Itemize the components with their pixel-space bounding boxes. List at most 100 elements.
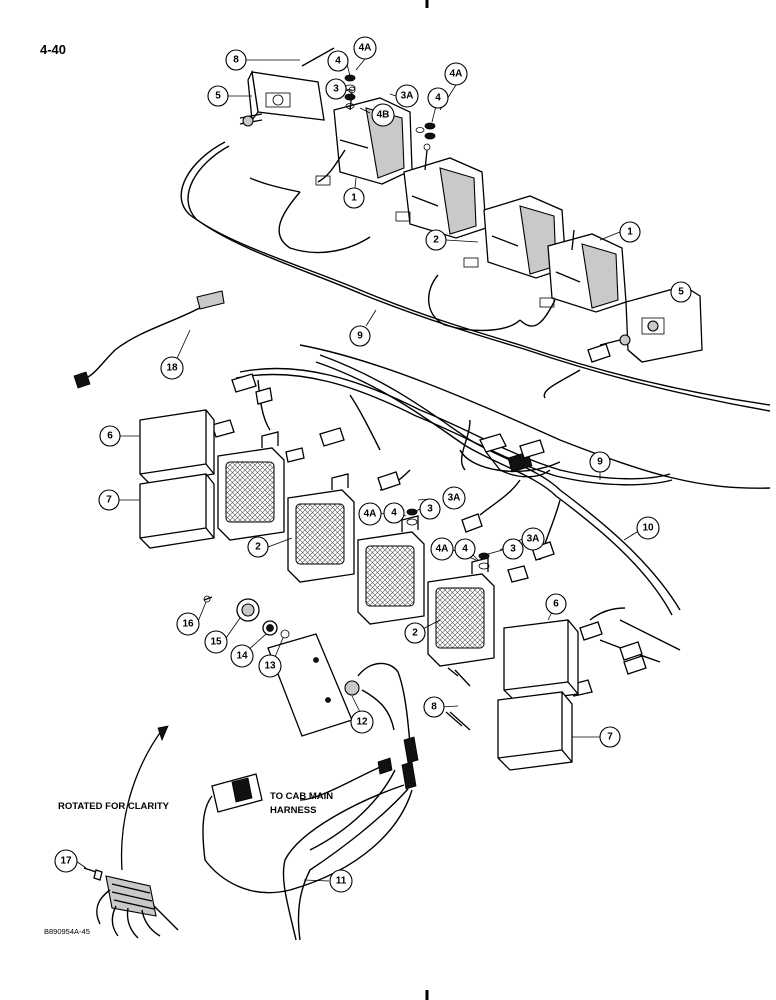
svg-text:4: 4 — [335, 56, 341, 67]
svg-text:4A: 4A — [436, 544, 449, 555]
svg-text:17: 17 — [60, 856, 72, 867]
upper-work-lamp-4 — [539, 229, 627, 313]
svg-text:8: 8 — [233, 55, 239, 66]
lens-cover-7-right — [497, 691, 573, 771]
callout-bubble: 4A — [353, 36, 377, 60]
callout-bubble: 9 — [349, 325, 371, 347]
svg-text:8: 8 — [431, 702, 437, 713]
callout-bubble: 17 — [54, 849, 78, 873]
lower-work-lamp-3 — [357, 515, 425, 625]
callout-bubble: 2 — [425, 229, 447, 251]
rotated-note: ROTATED FOR CLARITY — [58, 801, 170, 812]
svg-text:3: 3 — [427, 504, 433, 515]
callout-bubble: 1 — [619, 221, 641, 243]
harness-11 — [202, 757, 413, 941]
svg-text:13: 13 — [264, 661, 276, 672]
hardware-lower — [406, 508, 490, 731]
upper-wiring — [180, 141, 771, 412]
callout-bubble: 5 — [207, 85, 229, 107]
hardware-upper — [344, 74, 436, 140]
callout-bubble: 10 — [636, 516, 660, 540]
to-cab-note-line1: TO CAB MAIN — [270, 791, 333, 802]
lower-work-lamp-2 — [287, 473, 355, 583]
figure-code: B890954A-45 — [44, 927, 90, 936]
cable-18 — [73, 290, 225, 389]
svg-text:3A: 3A — [401, 91, 414, 102]
upper-end-lamp-left — [239, 47, 335, 127]
callout-bubble: 3A — [442, 486, 466, 510]
upper-work-lamp-2 — [395, 143, 487, 239]
callout-bubble: 14 — [230, 644, 254, 668]
svg-text:4A: 4A — [359, 43, 372, 54]
callout-bubble: 8 — [423, 696, 445, 718]
callout-bubble: 4 — [454, 538, 476, 560]
svg-text:6: 6 — [553, 599, 559, 610]
lower-work-lamp-4 — [427, 557, 495, 667]
upper-work-lamp-3 — [463, 195, 567, 279]
page-number: 4-40 — [40, 42, 66, 57]
lower-wiring — [235, 344, 771, 663]
callout-bubble: 3 — [325, 78, 347, 100]
svg-text:5: 5 — [215, 91, 221, 102]
svg-text:15: 15 — [210, 637, 222, 648]
svg-text:3: 3 — [510, 544, 516, 555]
svg-text:4: 4 — [435, 93, 441, 104]
callout-bubble: 4 — [383, 502, 405, 524]
svg-text:12: 12 — [356, 717, 368, 728]
callout-bubble: 6 — [99, 425, 121, 447]
svg-text:3A: 3A — [448, 493, 461, 504]
callout-bubble: 8 — [225, 49, 247, 71]
svg-text:3: 3 — [333, 84, 339, 95]
svg-text:9: 9 — [597, 457, 603, 468]
callout-bubble: 4A — [430, 537, 454, 561]
svg-text:6: 6 — [107, 431, 113, 442]
callout-bubble: 5 — [670, 281, 692, 303]
callout-bubble: 4 — [327, 50, 349, 72]
bolt-8-lower-b — [445, 711, 463, 727]
callout-bubble: 4A — [444, 62, 468, 86]
callout-bubble: 3A — [395, 84, 419, 108]
callout-bubble: 7 — [98, 489, 120, 511]
callout-bubble: 4A — [358, 502, 382, 526]
callout-bubble: 3 — [502, 538, 524, 560]
callout-bubble: 11 — [329, 869, 353, 893]
lens-cover-6-left — [139, 409, 215, 485]
svg-text:5: 5 — [678, 287, 684, 298]
svg-text:2: 2 — [433, 235, 439, 246]
switch-assembly — [203, 595, 419, 790]
callout-bubble: 2 — [247, 536, 269, 558]
svg-text:16: 16 — [182, 619, 194, 630]
svg-text:7: 7 — [607, 732, 613, 743]
svg-text:4: 4 — [462, 544, 468, 555]
callout-bubble: 18 — [160, 356, 184, 380]
svg-text:2: 2 — [255, 542, 261, 553]
svg-text:14: 14 — [236, 651, 248, 662]
callout-bubble: 6 — [545, 593, 567, 615]
callout-bubble: 16 — [176, 612, 200, 636]
svg-text:4: 4 — [391, 508, 397, 519]
callout-bubble: 3 — [419, 498, 441, 520]
svg-text:4A: 4A — [450, 69, 463, 80]
callout-bubble: 9 — [589, 451, 611, 473]
callout-bubble: 2 — [404, 622, 426, 644]
svg-text:4B: 4B — [377, 110, 390, 121]
callout-bubble: 3A — [521, 527, 545, 551]
svg-text:1: 1 — [351, 193, 357, 204]
svg-text:1: 1 — [627, 227, 633, 238]
callout-bubble: 4B — [371, 103, 395, 127]
callout-bubble: 1 — [343, 187, 365, 209]
rotated-detail — [83, 725, 179, 939]
svg-text:7: 7 — [106, 495, 112, 506]
bolt-8-lower-a — [447, 667, 459, 677]
to-cab-note-line2: HARNESS — [270, 805, 316, 816]
svg-text:9: 9 — [357, 331, 363, 342]
lens-cover-7-left — [139, 473, 215, 549]
svg-text:4A: 4A — [364, 509, 377, 520]
upper-end-lamp-right — [599, 285, 703, 363]
svg-text:11: 11 — [336, 876, 347, 887]
callout-bubble: 12 — [350, 710, 374, 734]
lens-cover-6-right — [503, 619, 579, 703]
callout-bubble: 13 — [258, 654, 282, 678]
callouts: 8 5 4A 4 3 3A 4B 4A 4 1 2 1 5 9 18 6 7 9… — [54, 36, 692, 893]
